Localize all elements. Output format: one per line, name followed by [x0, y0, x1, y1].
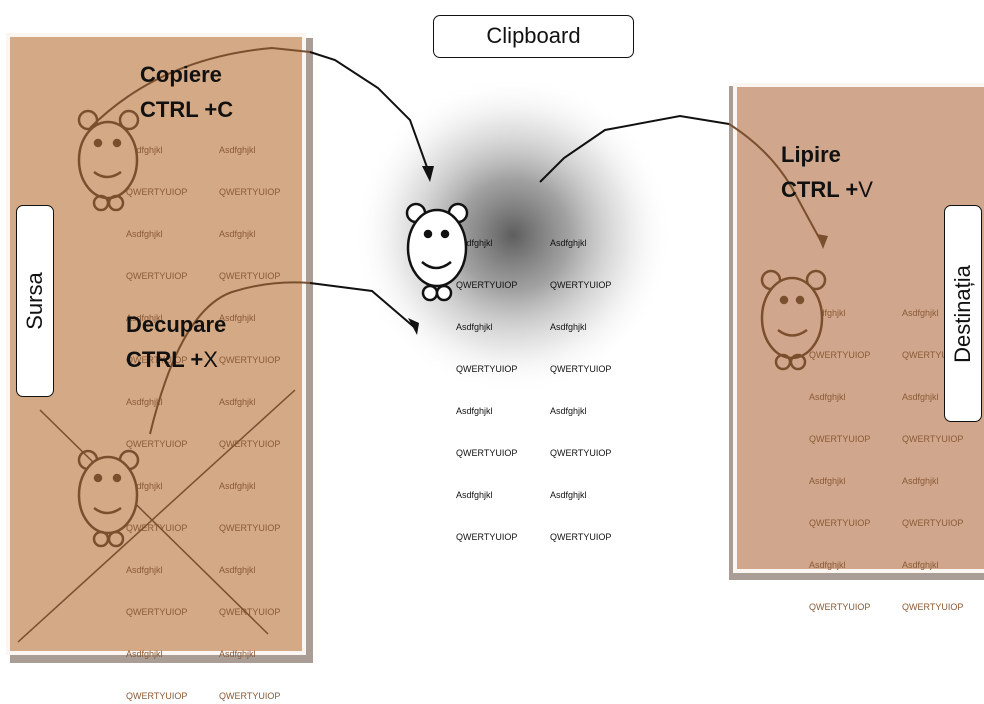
copy-arrowhead [422, 166, 434, 182]
sample-text-cell: Asdfghjkl [550, 490, 587, 500]
sample-text-cell: Asdfghjkl [126, 397, 163, 407]
bear-face-icon [760, 269, 827, 371]
sample-text-cell: QWERTYUIOP [456, 448, 518, 458]
copy-operation: Copiere CTRL +C [140, 57, 233, 127]
clipboard-label: Clipboard [433, 15, 634, 58]
sample-text-cell: Asdfghjkl [902, 560, 939, 570]
destination-label: Destinația [944, 205, 982, 422]
sample-text-cell: QWERTYUIOP [902, 434, 964, 444]
sample-text-cell: QWERTYUIOP [126, 271, 188, 281]
sample-text-cell: Asdfghjkl [456, 490, 493, 500]
sample-text-cell: QWERTYUIOP [219, 355, 281, 365]
sample-text-cell: Asdfghjkl [809, 476, 846, 486]
paste-curve [728, 123, 823, 244]
sample-text-cell: Asdfghjkl [219, 481, 256, 491]
sample-text-cell: QWERTYUIOP [550, 532, 612, 542]
sample-text-cell: QWERTYUIOP [809, 602, 871, 612]
bear-face-icon [77, 109, 140, 212]
sample-text-cell: Asdfghjkl [550, 238, 587, 248]
sample-text-cell: QWERTYUIOP [809, 434, 871, 444]
cut-arrowhead [408, 318, 419, 335]
copy-shortcut-prefix: CTRL + [140, 97, 218, 122]
sample-text-cell: Asdfghjkl [126, 229, 163, 239]
sample-text-cell: QWERTYUIOP [219, 691, 281, 701]
sample-text-cell: Asdfghjkl [126, 481, 163, 491]
sample-text-cell: Asdfghjkl [456, 322, 493, 332]
sample-text-cell: QWERTYUIOP [902, 350, 964, 360]
destination-label-text: Destinația [950, 264, 975, 363]
sample-text-cell: QWERTYUIOP [456, 532, 518, 542]
sample-text-cell: QWERTYUIOP [126, 691, 188, 701]
cut-name: Decupare [126, 312, 227, 337]
paste-arrowhead [817, 234, 828, 249]
sample-text-cell: Asdfghjkl [219, 649, 256, 659]
copy-arrow [309, 51, 429, 171]
sample-text-cell: Asdfghjkl [456, 238, 493, 248]
cut-operation: Decupare CTRL +X [126, 307, 226, 377]
sample-text-cell: Asdfghjkl [219, 145, 256, 155]
sample-text-cell: QWERTYUIOP [219, 271, 281, 281]
sample-text-cell: QWERTYUIOP [550, 364, 612, 374]
cut-shortcut-prefix: CTRL + [126, 347, 204, 372]
sample-text-cell: Asdfghjkl [219, 565, 256, 575]
destination-document [733, 83, 984, 573]
sample-text-cell: QWERTYUIOP [126, 355, 188, 365]
sample-text-cell: Asdfghjkl [809, 560, 846, 570]
sample-text-cell: Asdfghjkl [902, 476, 939, 486]
clipboard-label-text: Clipboard [486, 23, 581, 48]
sample-text-cell: Asdfghjkl [126, 313, 163, 323]
paste-shortcut-prefix: CTRL + [781, 177, 859, 202]
paste-shortcut-key: V [858, 177, 873, 202]
sample-text-cell: Asdfghjkl [126, 145, 163, 155]
sample-text-cell: Asdfghjkl [550, 406, 587, 416]
source-label-text: Sursa [22, 272, 47, 330]
cut-curve [149, 281, 311, 435]
sample-text-cell: QWERTYUIOP [456, 364, 518, 374]
sample-text-cell: Asdfghjkl [902, 392, 939, 402]
sample-text-cell: QWERTYUIOP [219, 439, 281, 449]
sample-text-cell: Asdfghjkl [456, 406, 493, 416]
sample-text-cell: QWERTYUIOP [809, 518, 871, 528]
source-document [6, 33, 306, 655]
sample-text-cell: Asdfghjkl [219, 229, 256, 239]
sample-text-cell: Asdfghjkl [902, 308, 939, 318]
sample-text-cell: QWERTYUIOP [550, 280, 612, 290]
paste-name: Lipire [781, 142, 841, 167]
copy-shortcut-key: C [217, 97, 234, 122]
sample-text-cell: Asdfghjkl [126, 649, 163, 659]
sample-text-cell: QWERTYUIOP [550, 448, 612, 458]
sample-text-cell: QWERTYUIOP [126, 607, 188, 617]
paste-operation: Lipire CTRL +V [781, 137, 873, 207]
source-label: Sursa [16, 205, 54, 397]
sample-text-cell: QWERTYUIOP [126, 439, 188, 449]
copy-curve [89, 46, 311, 129]
sample-text-cell: Asdfghjkl [550, 322, 587, 332]
sample-text-cell: QWERTYUIOP [219, 523, 281, 533]
sample-text-cell: Asdfghjkl [219, 313, 256, 323]
paste-arrow-line [539, 114, 730, 183]
sample-text-cell: Asdfghjkl [219, 397, 256, 407]
sample-text-cell: QWERTYUIOP [126, 523, 188, 533]
sample-text-cell: QWERTYUIOP [809, 350, 871, 360]
sample-text-cell: Asdfghjkl [126, 565, 163, 575]
cut-cross-line [39, 409, 269, 635]
sample-text-cell: QWERTYUIOP [126, 187, 188, 197]
sample-text-cell: Asdfghjkl [809, 392, 846, 402]
cut-arrow [309, 282, 415, 328]
bear-face-icon [405, 202, 469, 302]
cut-cross-line [17, 389, 296, 643]
sample-text-cell: QWERTYUIOP [456, 280, 518, 290]
sample-text-cell: Asdfghjkl [809, 308, 846, 318]
sample-text-cell: QWERTYUIOP [219, 187, 281, 197]
sample-text-cell: QWERTYUIOP [219, 607, 281, 617]
bear-face-icon [77, 449, 140, 548]
copy-name: Copiere [140, 62, 222, 87]
sample-text-cell: QWERTYUIOP [902, 602, 964, 612]
sample-text-cell: QWERTYUIOP [902, 518, 964, 528]
cut-shortcut-key: X [203, 347, 218, 372]
